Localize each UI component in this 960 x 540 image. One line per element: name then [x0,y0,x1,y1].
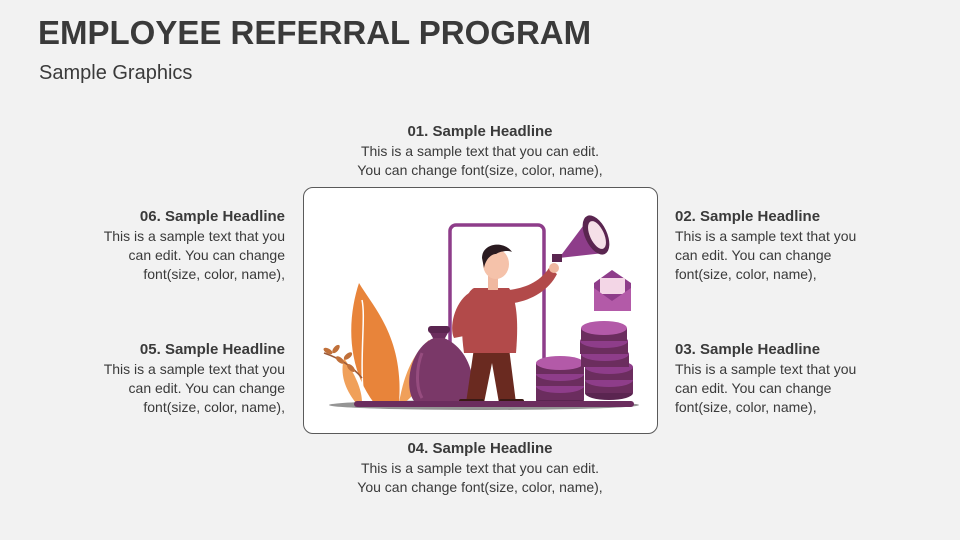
item-04-text-line2: You can change font(size, color, name), [357,479,603,495]
coin-stack-small [536,356,584,407]
envelope-icon [594,270,631,311]
illustration-frame [303,187,658,434]
item-05-headline: 05. Sample Headline [139,341,285,358]
item-02-text-line3: font(size, color, name), [675,266,817,282]
item-06-text-line1: This is a sample text that you [103,228,285,244]
item-03-headline: 03. Sample Headline [675,341,821,358]
item-03-text-line3: font(size, color, name), [675,399,817,415]
item-02: 02. Sample Headline This is a sample tex… [675,207,895,284]
money-bag-icon [409,326,473,401]
item-05-text-line3: font(size, color, name), [143,399,285,415]
item-04: 04. Sample Headline This is a sample tex… [330,439,630,497]
item-04-headline: 04. Sample Headline [407,440,553,457]
slide-subtitle: Sample Graphics [39,62,193,84]
item-01-headline: 01. Sample Headline [407,123,553,140]
item-06-text-line3: font(size, color, name), [143,266,285,282]
item-02-text-line2: can edit. You can change [675,247,832,263]
person-figure [452,244,559,405]
item-03-text-line1: This is a sample text that you [675,361,857,377]
item-01-text-line2: You can change font(size, color, name), [357,162,603,178]
item-06-headline: 06. Sample Headline [139,208,285,225]
coin-stack-tall [580,321,633,400]
item-01-text-line1: This is a sample text that you can edit. [360,143,600,159]
item-03: 03. Sample Headline This is a sample tex… [675,340,895,417]
item-05: 05. Sample Headline This is a sample tex… [75,340,285,417]
item-05-text-line1: This is a sample text that you [103,361,285,377]
megaphone-icon [552,215,610,262]
item-02-headline: 02. Sample Headline [675,208,821,225]
slide-title: EMPLOYEE REFERRAL PROGRAM [38,14,592,51]
branch-icon [323,344,363,379]
ground-bar [354,401,634,407]
referral-illustration [323,215,639,410]
item-01: 01. Sample Headline This is a sample tex… [330,122,630,180]
item-03-text-line2: can edit. You can change [675,380,832,396]
item-06-text-line2: can edit. You can change [128,247,285,263]
item-06: 06. Sample Headline This is a sample tex… [75,207,285,284]
item-02-text-line1: This is a sample text that you [675,228,857,244]
item-04-text-line1: This is a sample text that you can edit. [360,460,600,476]
item-05-text-line2: can edit. You can change [128,380,285,396]
